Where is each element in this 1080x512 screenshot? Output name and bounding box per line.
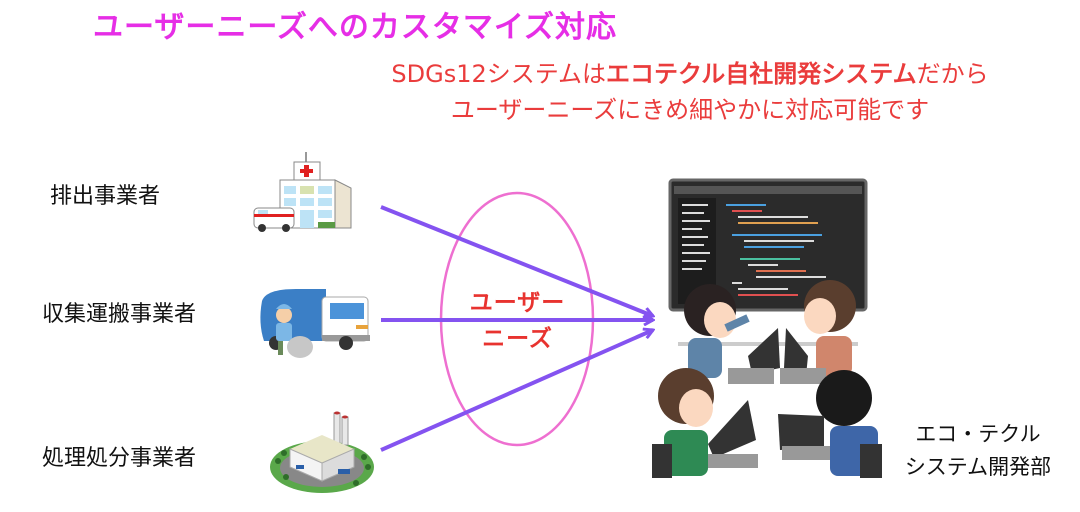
- garbage-truck-worker-icon: [256, 283, 374, 363]
- subtitle-line-2: ユーザーニーズにきめ細やかに対応可能です: [450, 96, 930, 124]
- user-needs-label-line-2: ニーズ: [482, 326, 553, 352]
- hospital-ambulance-icon: [248, 150, 363, 232]
- subtitle-line-1: SDGs12システムはエコテクル自社開発システムだから: [345, 56, 1035, 92]
- developer-label: エコ・テクル システム開発部: [888, 418, 1068, 484]
- subtitle: SDGs12システムはエコテクル自社開発システムだから ユーザーニーズにきめ細や…: [345, 56, 1035, 128]
- subtitle-prefix: SDGs12システムは: [391, 60, 607, 88]
- user-needs-label-line-1: ユーザー: [469, 290, 566, 316]
- page-title: ユーザーニーズへのカスタマイズ対応: [93, 10, 617, 45]
- developer-label-line-2: システム開発部: [904, 455, 1052, 479]
- arrow-processor: [380, 330, 653, 452]
- arrow-generator: [380, 205, 653, 316]
- actor-label-processor: 処理処分事業者: [42, 446, 197, 471]
- user-needs-label: ユーザー ニーズ: [460, 285, 575, 357]
- actor-label-collector: 収集運搬事業者: [42, 302, 197, 327]
- waste-treatment-plant-icon: [266, 405, 382, 500]
- subtitle-emphasis: エコテクル自社開発システム: [606, 60, 917, 88]
- subtitle-suffix: だから: [916, 60, 989, 88]
- actor-label-generator: 排出事業者: [50, 184, 161, 209]
- developer-label-line-1: エコ・テクル: [915, 422, 1041, 446]
- developer-team-icon: [648, 178, 888, 478]
